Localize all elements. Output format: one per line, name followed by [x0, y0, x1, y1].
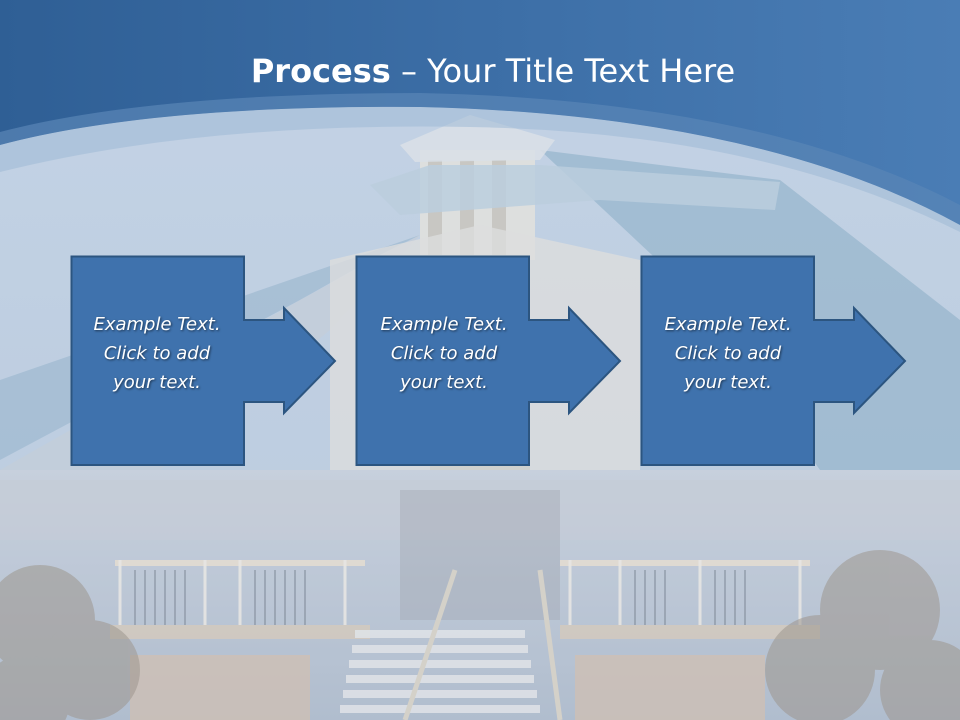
- right-arrow-icon: [640, 255, 907, 466]
- step-2-line1: Example Text.: [380, 314, 508, 335]
- slide-title[interactable]: Process – Your Title Text Here: [0, 52, 960, 90]
- step-3-line2: Click to add: [674, 343, 782, 364]
- step-1-line3: your text.: [113, 372, 201, 393]
- step-1-line1: Example Text.: [93, 314, 221, 335]
- step-2-text[interactable]: Example Text. Click to add your text.: [358, 310, 530, 397]
- process-step-2[interactable]: [355, 255, 635, 470]
- step-1-line2: Click to add: [103, 343, 211, 364]
- step-2-line3: your text.: [400, 372, 488, 393]
- step-3-line1: Example Text.: [664, 314, 792, 335]
- step-3-line3: your text.: [684, 372, 772, 393]
- step-1-text[interactable]: Example Text. Click to add your text.: [71, 310, 243, 397]
- process-step-3[interactable]: [640, 255, 920, 470]
- process-step-1[interactable]: [70, 255, 350, 470]
- step-3-text[interactable]: Example Text. Click to add your text.: [642, 310, 814, 397]
- title-bold: Process: [250, 52, 391, 90]
- right-arrow-icon: [355, 255, 622, 466]
- step-2-line2: Click to add: [390, 343, 498, 364]
- title-rest: – Your Title Text Here: [390, 52, 736, 90]
- right-arrow-icon: [70, 255, 337, 466]
